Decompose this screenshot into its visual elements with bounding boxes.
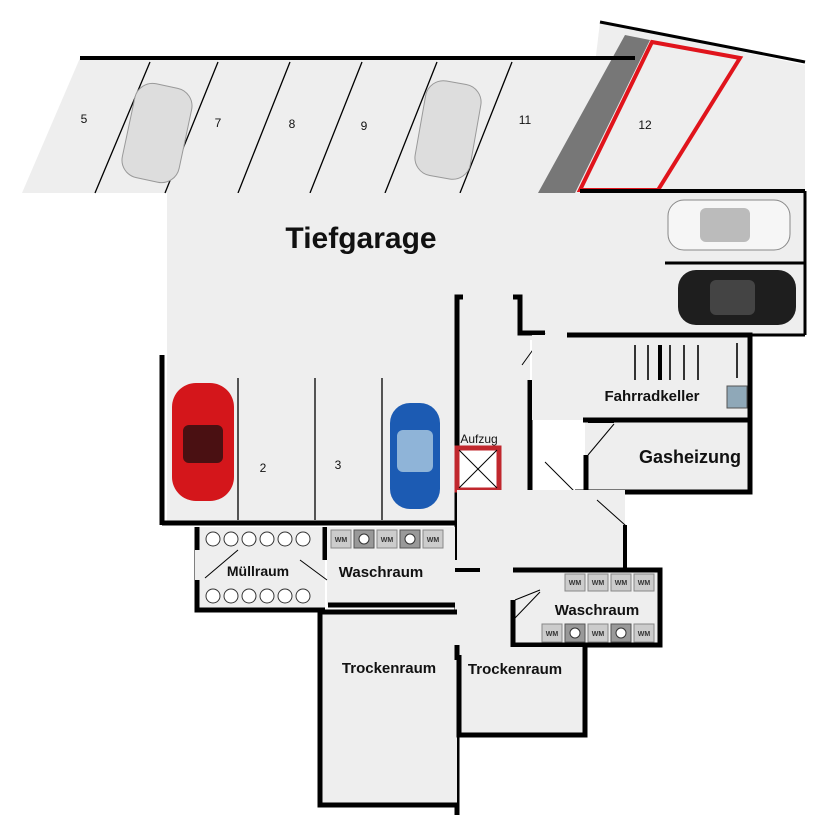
drying-2-label: Trockenraum — [468, 661, 562, 678]
elevator-label: Aufzug — [460, 432, 497, 446]
wm-label: WM — [592, 631, 605, 638]
gas-heating-label: Gasheizung — [639, 447, 741, 467]
wm-label: WM — [546, 631, 559, 638]
bike-charger-icon — [726, 385, 748, 409]
top-spot-dividers — [94, 61, 513, 194]
car-white — [667, 199, 791, 251]
gas-heating-room — [585, 420, 750, 492]
washing-machines-1: WM WM WM — [330, 529, 444, 549]
elevator[interactable] — [454, 445, 502, 493]
drying-1-label: Trockenraum — [342, 660, 436, 677]
drying-room-2 — [459, 647, 585, 735]
washing-machines-2: WM WM WM WM WM WM WM — [541, 573, 655, 643]
car-black — [678, 270, 796, 325]
car-silver-2 — [414, 80, 482, 180]
bike-cellar — [532, 335, 750, 420]
laundry-2-label: Waschraum — [555, 602, 639, 619]
wm-label: WM — [638, 631, 651, 638]
car-blue — [390, 403, 440, 509]
ramp-stripe — [538, 35, 650, 193]
garage-title: Tiefgarage — [285, 222, 436, 255]
bottom-spot-dividers — [237, 378, 383, 520]
wm-label: WM — [335, 537, 348, 544]
wm-label: WM — [615, 580, 628, 587]
bicycle-icons — [634, 343, 738, 380]
wm-label: WM — [638, 580, 651, 587]
spot-label-2: 2 — [260, 461, 267, 475]
wm-label: WM — [381, 537, 394, 544]
wm-label: WM — [427, 537, 440, 544]
laundry-1-label: Waschraum — [339, 564, 423, 581]
spot-label-3: 3 — [335, 458, 342, 472]
wm-label: WM — [569, 580, 582, 587]
waste-room-label: Müllraum — [227, 563, 289, 579]
waste-bin-icons — [205, 531, 311, 604]
spot-label-12: 12 — [638, 118, 652, 132]
spot-label-11: 11 — [519, 113, 532, 127]
drying-room-1 — [320, 610, 457, 805]
top-parking-strip — [22, 58, 635, 193]
spot-label-7: 7 — [215, 116, 222, 130]
spot-label-9: 9 — [361, 119, 368, 133]
spot-label-5: 5 — [81, 112, 88, 126]
car-silver-1 — [121, 82, 193, 184]
wm-label: WM — [592, 580, 605, 587]
spot-label-8: 8 — [289, 117, 296, 131]
car-red — [172, 383, 234, 501]
bike-cellar-label: Fahrradkeller — [604, 388, 699, 405]
